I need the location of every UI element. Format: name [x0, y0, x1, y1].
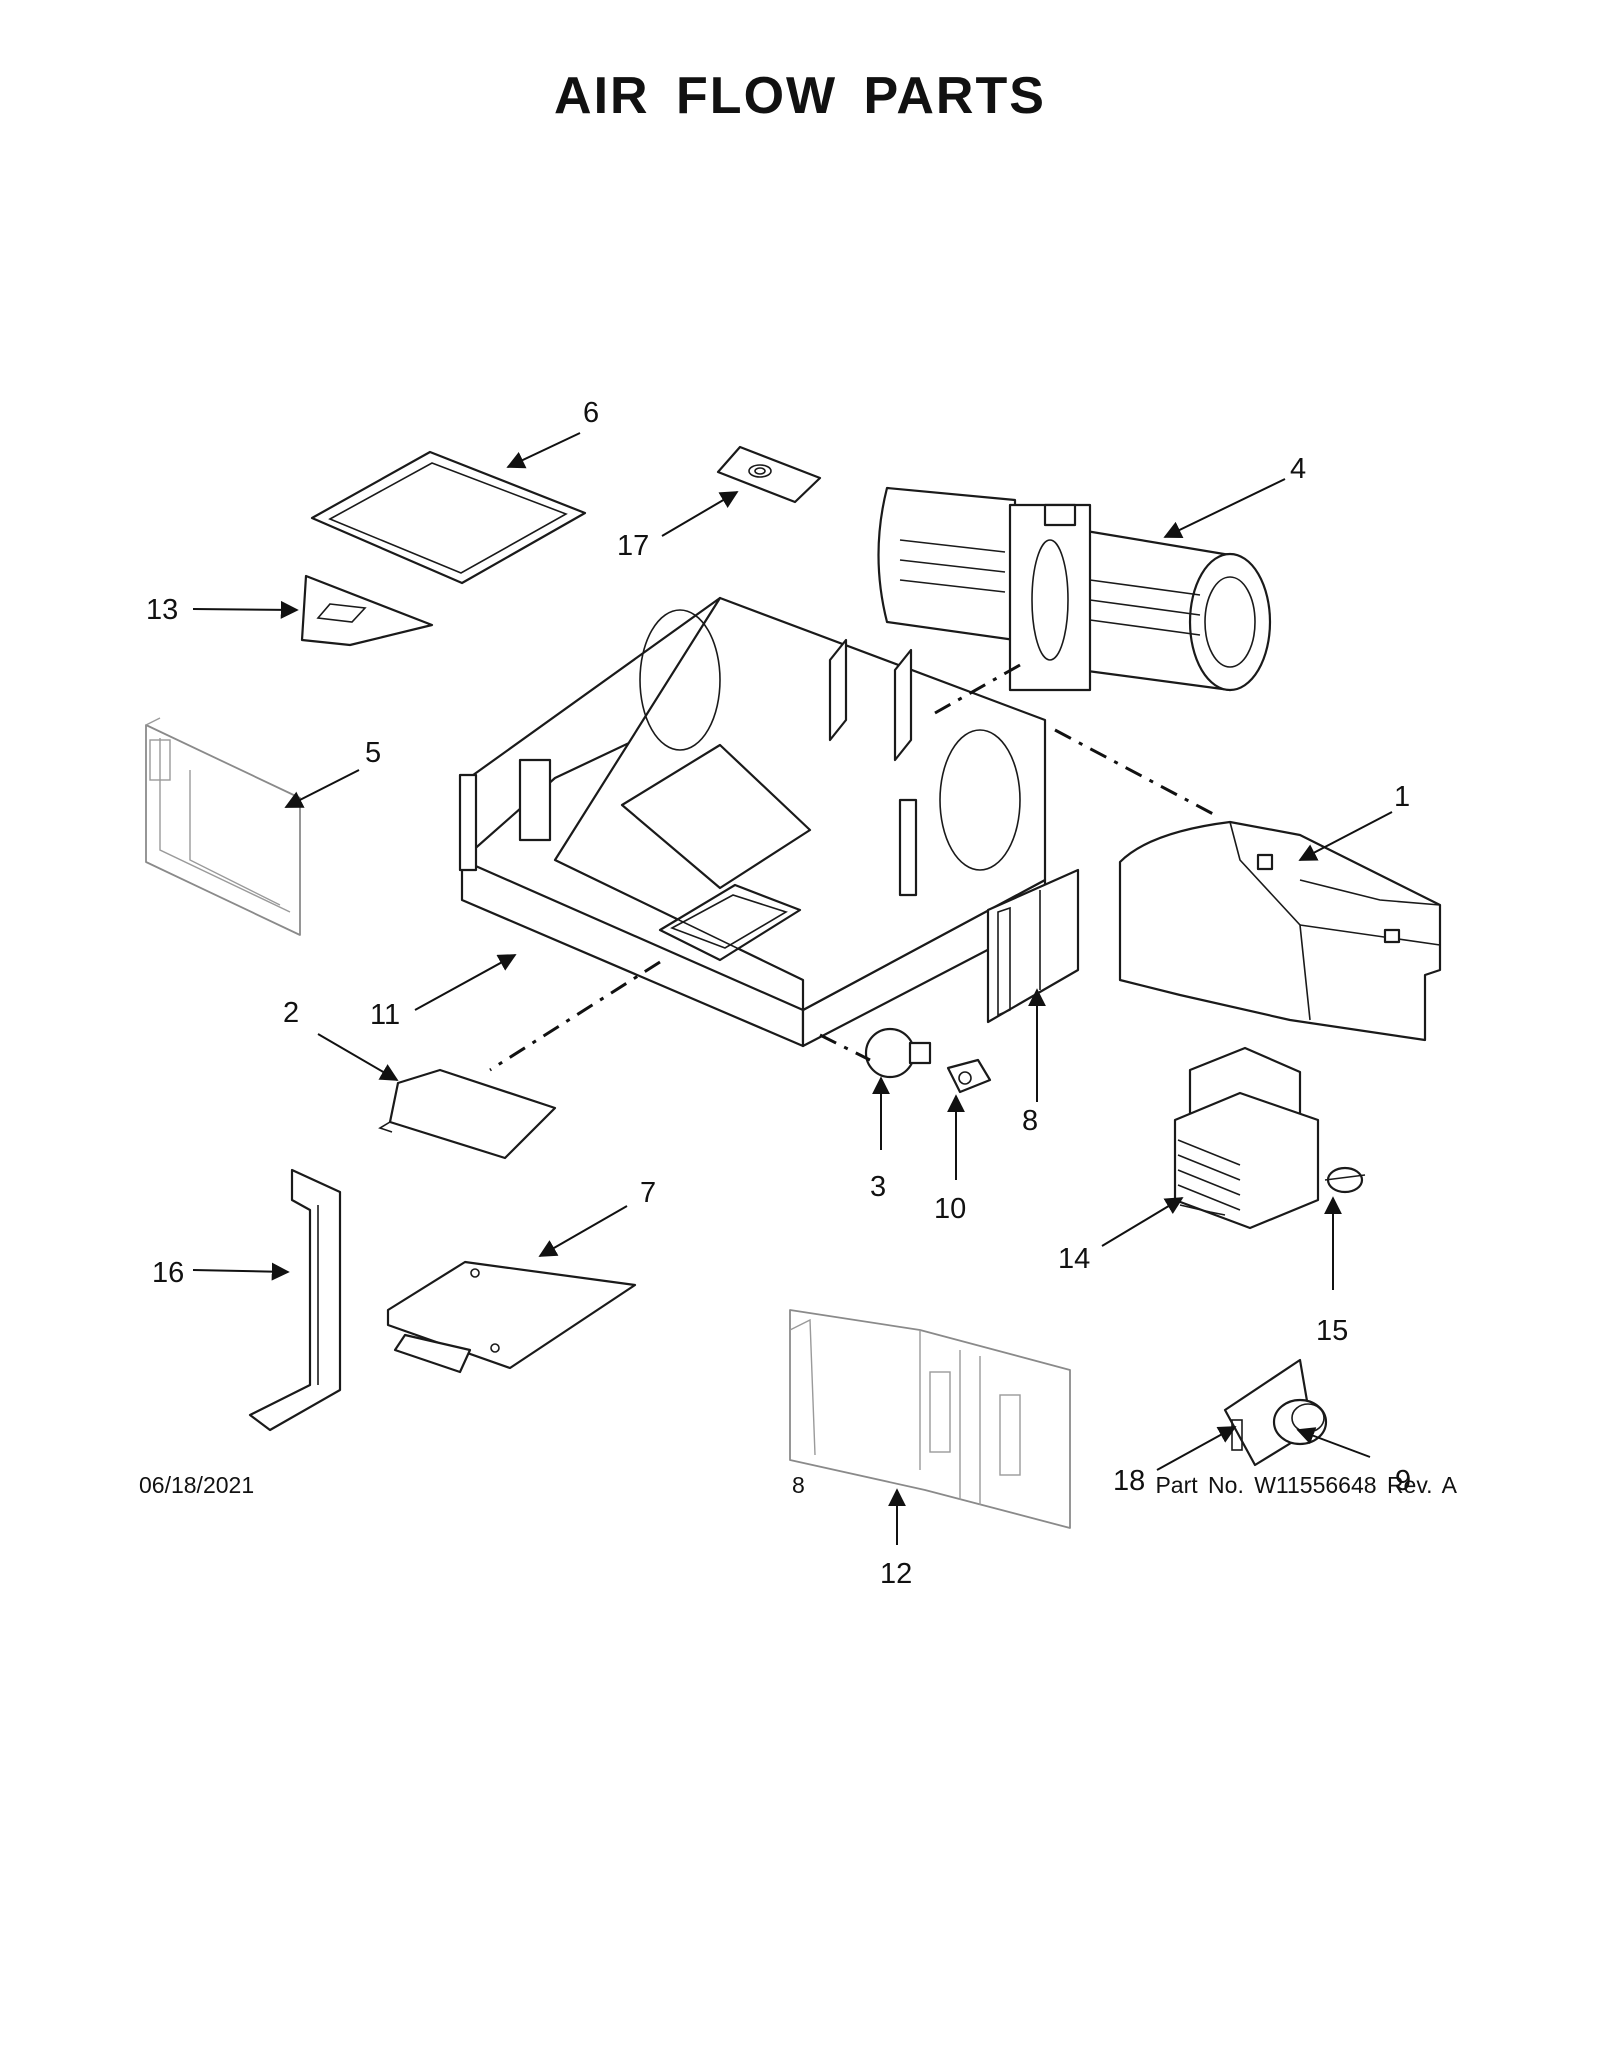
leader-lines — [192, 432, 1393, 1545]
callout-7: 7 — [640, 1177, 656, 1209]
callout-labels: 6 17 4 13 5 1 11 2 3 10 8 7 16 14 15 12 … — [146, 397, 1411, 1590]
callout-6: 6 — [583, 397, 599, 429]
callout-10: 10 — [934, 1193, 966, 1225]
part-14-magnetron — [1173, 1046, 1320, 1230]
callout-13: 13 — [146, 594, 178, 626]
part-11-air-guide-housing — [458, 596, 1047, 1048]
part-17-plate — [716, 445, 822, 504]
part-10-lamp-socket — [946, 1058, 992, 1094]
part-8-bracket — [986, 868, 1080, 1024]
callout-3: 3 — [870, 1171, 886, 1203]
callout-16: 16 — [152, 1257, 184, 1289]
callout-8: 8 — [1022, 1105, 1038, 1137]
footer-page-number: 8 — [792, 1472, 805, 1498]
callout-14: 14 — [1058, 1243, 1090, 1275]
callout-18: 18 — [1113, 1465, 1145, 1497]
part-15-thermostat — [1324, 1166, 1366, 1194]
part-6-grease-filter — [310, 450, 587, 585]
part-4-blower-motor — [877, 486, 1272, 692]
page-title: AIR FLOW PARTS — [554, 67, 1046, 125]
callout-2: 2 — [283, 997, 299, 1029]
part-16-bracket — [248, 1168, 342, 1432]
callout-5: 5 — [365, 737, 381, 769]
footer-part-number: Part No. W11556648 Rev. A — [1155, 1472, 1457, 1498]
callout-12: 12 — [880, 1558, 912, 1590]
part-3-light-bulb — [864, 1027, 932, 1079]
callout-17: 17 — [617, 530, 649, 562]
part-7-plate — [386, 1260, 637, 1374]
part-12-base-plate — [789, 1309, 1071, 1529]
callout-11: 11 — [370, 999, 400, 1031]
part-5-panel — [145, 717, 301, 936]
part-2-cover — [378, 1068, 557, 1160]
footer-date: 06/18/2021 — [139, 1472, 255, 1498]
callout-15: 15 — [1316, 1315, 1348, 1347]
part-1-duct — [1118, 820, 1442, 1042]
callout-9: 9 — [1395, 1465, 1411, 1497]
part-13-bracket — [300, 574, 434, 647]
callout-1: 1 — [1394, 781, 1410, 813]
callout-4: 4 — [1290, 453, 1306, 485]
assembly-lines — [489, 663, 1216, 1072]
